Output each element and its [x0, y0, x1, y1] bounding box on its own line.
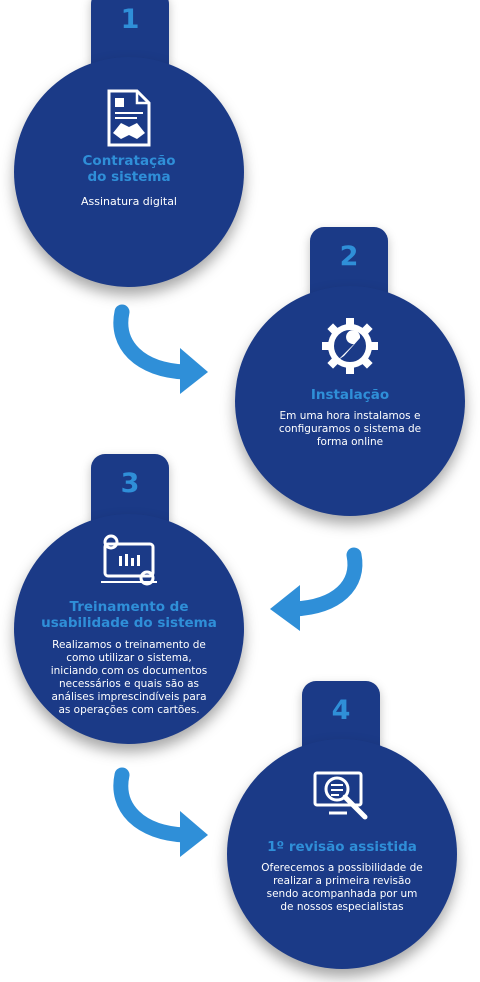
contract-handshake-icon: [107, 89, 151, 147]
step-title: Contratação do sistema: [82, 153, 176, 185]
step-number: 1: [120, 4, 140, 35]
step-title: 1º revisão assistida: [267, 839, 417, 855]
arrow-icon: [270, 547, 363, 631]
step-description: Assinatura digital: [81, 195, 177, 208]
training-gears-icon: [101, 534, 157, 586]
step-description: Oferecemos a possibilidade de realizar a…: [261, 862, 423, 913]
step-circle: Instalação Em uma hora instalamos e conf…: [235, 286, 465, 516]
step-title: Treinamento de usabilidade do sistema: [41, 599, 217, 631]
step-number: 4: [331, 695, 351, 726]
arrow-icon: [113, 304, 208, 394]
step-number: 2: [339, 241, 359, 272]
step-circle: 1º revisão assistida Oferecemos a possib…: [227, 739, 457, 969]
step-number: 3: [120, 468, 140, 499]
step-circle: Treinamento de usabilidade do sistema Re…: [14, 514, 244, 744]
gear-wrench-icon: [322, 318, 378, 374]
magnifier-monitor-icon: [313, 771, 368, 820]
step-description: Em uma hora instalamos e configuramos o …: [278, 410, 422, 448]
arrow-icon: [113, 767, 208, 857]
step-circle: Contratação do sistema Assinatura digita…: [14, 57, 244, 287]
step-description: Realizamos o treinamento de como utiliza…: [50, 639, 208, 716]
step-title: Instalação: [310, 387, 390, 403]
